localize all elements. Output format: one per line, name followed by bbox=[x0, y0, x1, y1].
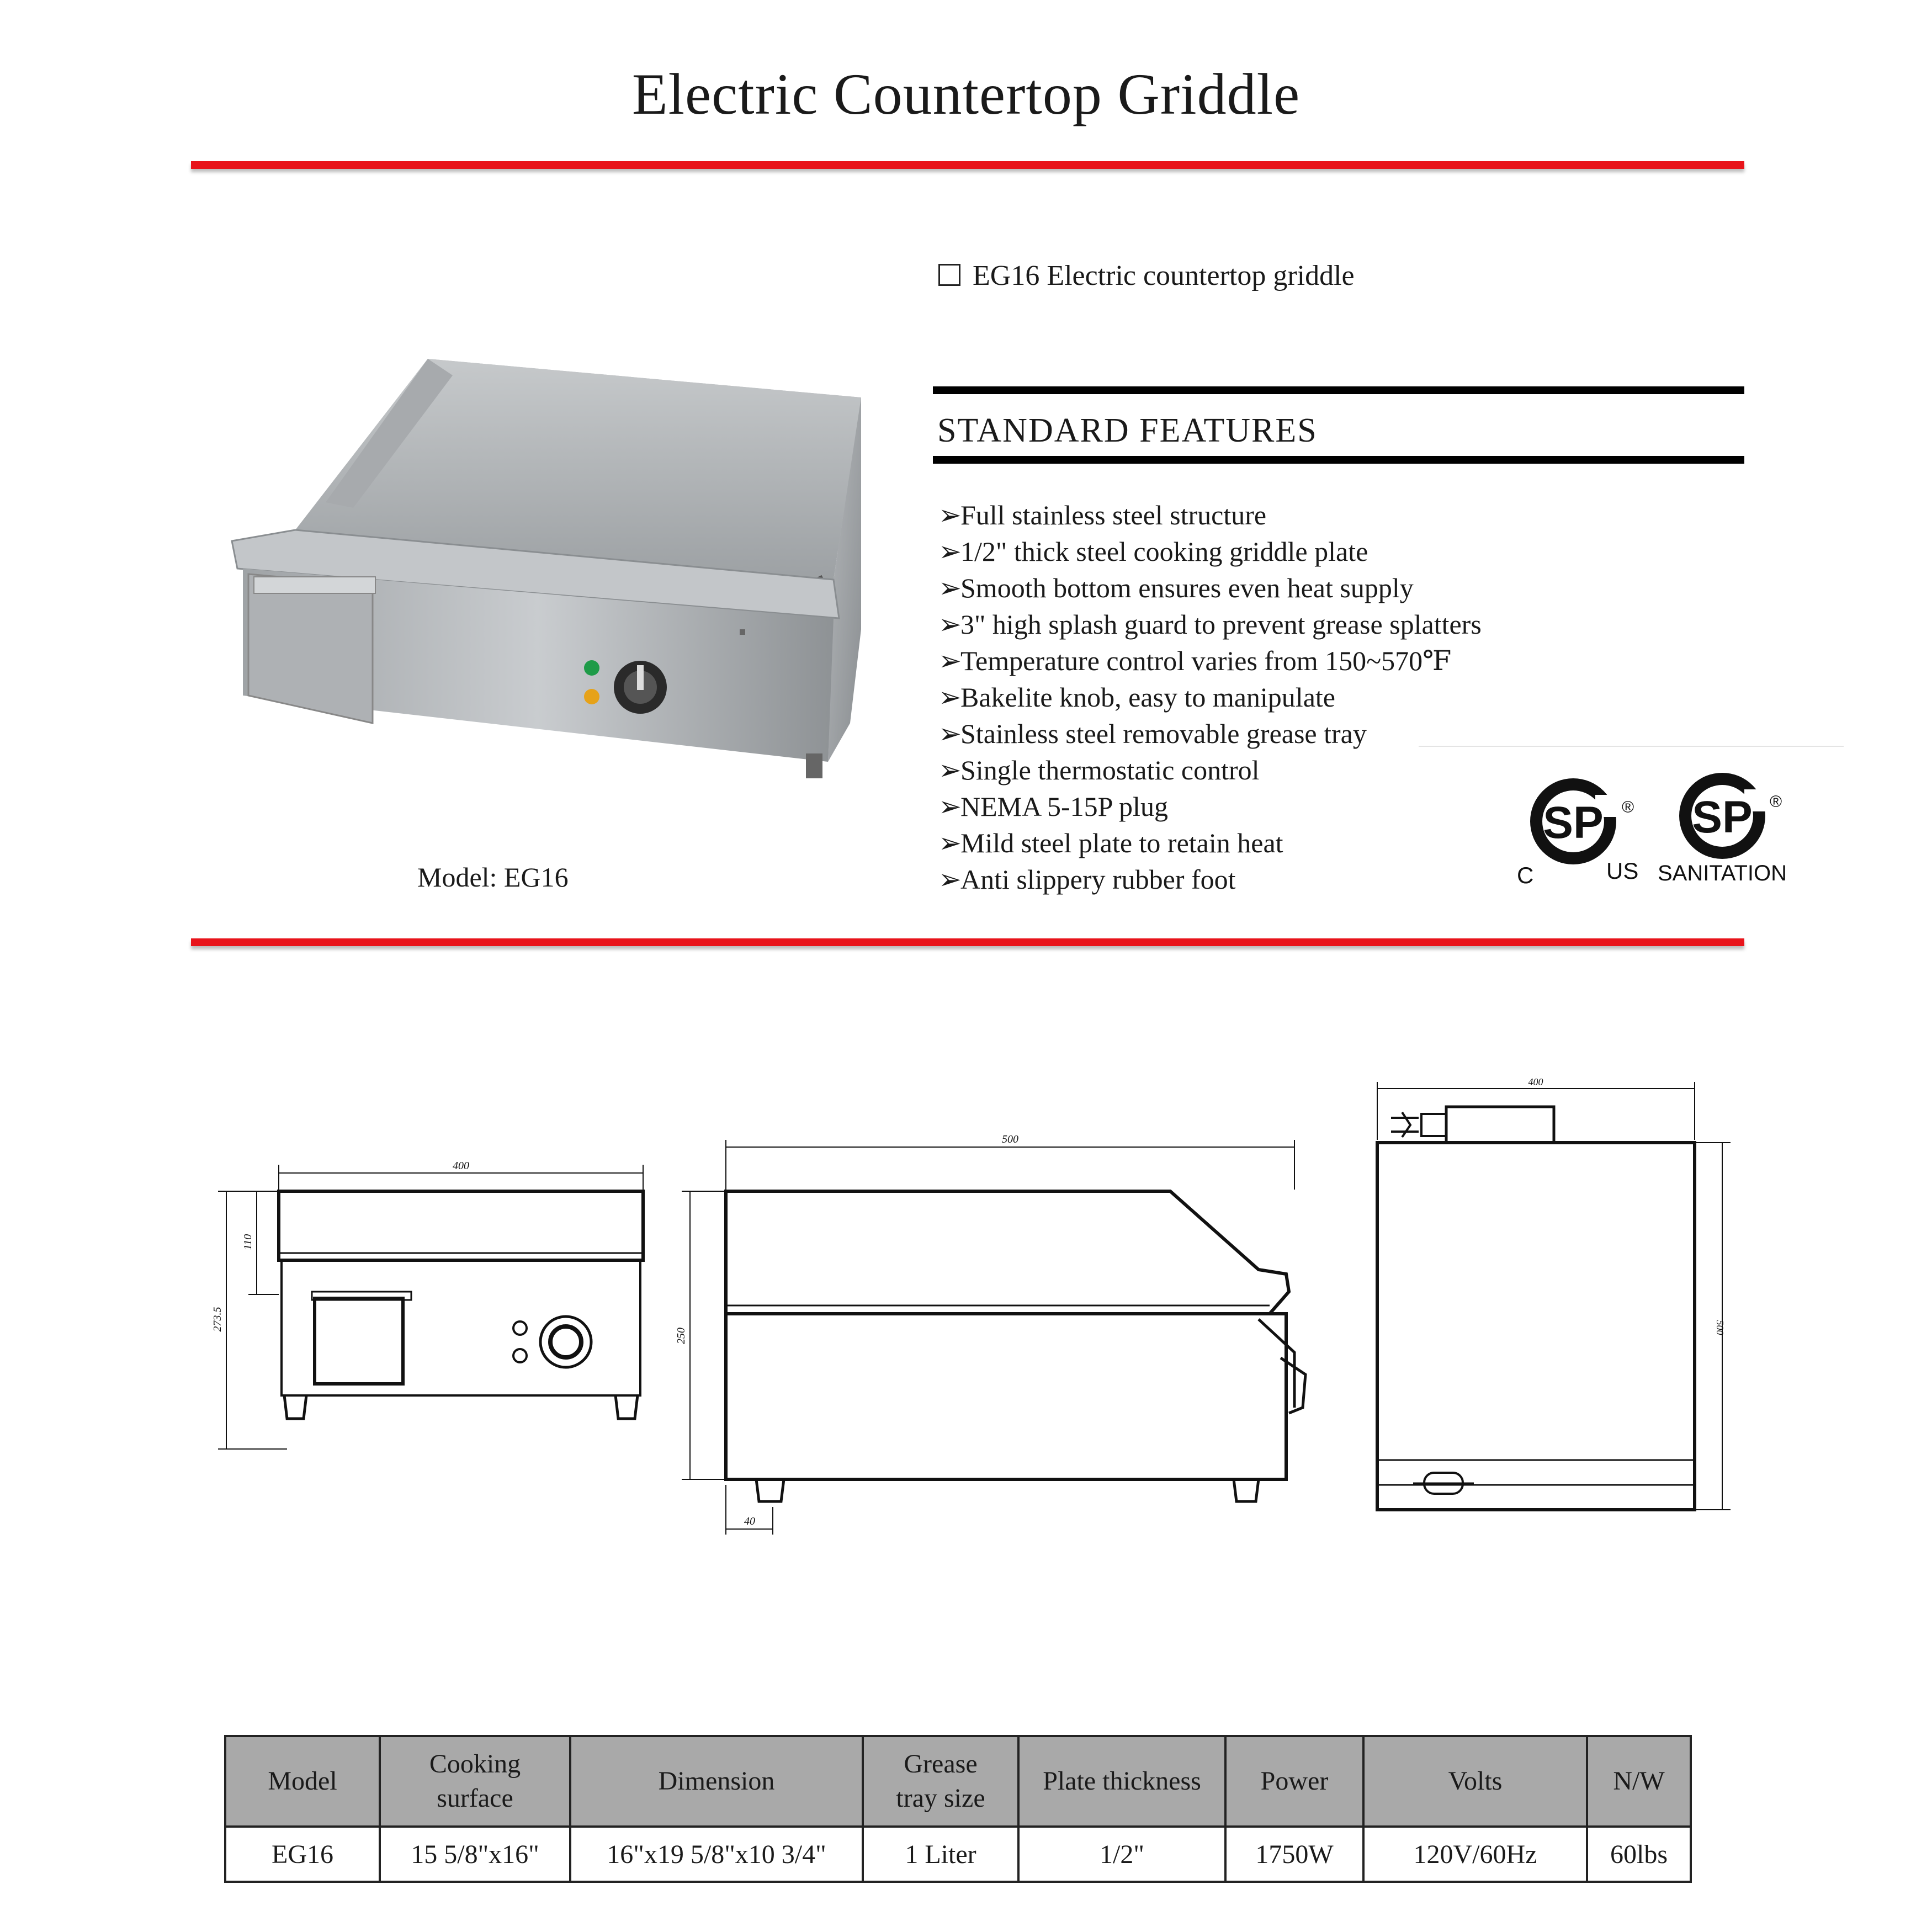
list-item: ➢NEMA 5-15P plug bbox=[938, 788, 1482, 825]
svg-text:SP: SP bbox=[1543, 798, 1603, 848]
checkbox-icon bbox=[938, 264, 960, 286]
top-red-divider bbox=[191, 161, 1744, 169]
dim-front-height: 273.5 bbox=[211, 1307, 224, 1332]
list-item: ➢3" high splash guard to prevent grease … bbox=[938, 606, 1482, 643]
side-view-drawing bbox=[724, 1190, 1307, 1503]
header-grease-tray-size: Grease tray size bbox=[862, 1735, 1020, 1828]
features-top-rule bbox=[933, 386, 1744, 394]
arrow-bullet-icon: ➢ bbox=[938, 718, 962, 749]
list-item: ➢Temperature control varies from 150~570… bbox=[938, 643, 1482, 679]
feature-list: ➢Full stainless steel structure ➢1/2" th… bbox=[938, 497, 1482, 898]
table-row: EG16 15 5/8"x16" 16"x19 5/8"x10 3/4" 1 L… bbox=[224, 1825, 1692, 1883]
product-line-label: EG16 Electric countertop griddle bbox=[973, 260, 1355, 291]
table-header-row: Model Cooking surface Dimension Grease t… bbox=[224, 1735, 1692, 1828]
header-dimension: Dimension bbox=[569, 1735, 864, 1828]
list-item: ➢Anti slippery rubber foot bbox=[938, 861, 1482, 898]
list-item: ➢Single thermostatic control bbox=[938, 752, 1482, 788]
list-item: ➢Stainless steel removable grease tray bbox=[938, 715, 1482, 752]
side-view-dimensions bbox=[682, 1140, 1295, 1535]
back-view-drawing bbox=[1376, 1105, 1696, 1511]
cell-plate-thickness: 1/2" bbox=[1017, 1825, 1227, 1883]
back-view-dimensions bbox=[1377, 1082, 1731, 1510]
spec-table: Model Cooking surface Dimension Grease t… bbox=[224, 1735, 1692, 1883]
cell-power: 1750W bbox=[1224, 1825, 1365, 1883]
list-item: ➢Bakelite knob, easy to manipulate bbox=[938, 679, 1482, 715]
arrow-bullet-icon: ➢ bbox=[938, 536, 962, 567]
cell-grease-tray-size: 1 Liter bbox=[862, 1825, 1020, 1883]
dim-side-foot: 40 bbox=[744, 1515, 755, 1527]
dim-side-height: 250 bbox=[675, 1328, 687, 1344]
model-caption: Model: EG16 bbox=[417, 862, 569, 893]
dim-front-width: 400 bbox=[453, 1160, 469, 1172]
dim-side-length: 500 bbox=[1002, 1133, 1018, 1145]
list-item: ➢Full stainless steel structure bbox=[938, 497, 1482, 533]
arrow-bullet-icon: ➢ bbox=[938, 791, 962, 822]
arrow-bullet-icon: ➢ bbox=[938, 827, 962, 858]
cell-net-weight: 60lbs bbox=[1586, 1825, 1692, 1883]
middle-red-divider bbox=[191, 938, 1744, 946]
arrow-bullet-icon: ➢ bbox=[938, 645, 962, 676]
features-bottom-rule bbox=[933, 456, 1744, 464]
svg-text:C: C bbox=[1517, 862, 1533, 888]
list-item: ➢1/2" thick steel cooking griddle plate bbox=[938, 533, 1482, 570]
arrow-bullet-icon: ➢ bbox=[938, 755, 962, 785]
csa-sanitation-certification-logo: SP ® SANITATION bbox=[1658, 773, 1787, 885]
front-view-dimensions bbox=[218, 1165, 644, 1450]
header-model: Model bbox=[224, 1735, 381, 1828]
arrow-bullet-icon: ➢ bbox=[938, 864, 962, 895]
dim-front-top: 110 bbox=[242, 1234, 254, 1250]
arrow-bullet-icon: ➢ bbox=[938, 682, 962, 713]
cell-model: EG16 bbox=[224, 1825, 381, 1883]
dim-top-width: 400 bbox=[1528, 1076, 1543, 1087]
cell-volts: 120V/60Hz bbox=[1362, 1825, 1588, 1883]
arrow-bullet-icon: ➢ bbox=[938, 500, 962, 530]
svg-text:®: ® bbox=[1770, 793, 1782, 811]
svg-text:®: ® bbox=[1622, 798, 1634, 816]
svg-text:SANITATION: SANITATION bbox=[1658, 861, 1787, 885]
page-title: Electric Countertop Griddle bbox=[631, 62, 1301, 126]
griddle-product-photo bbox=[231, 359, 861, 778]
technical-drawings: 400 110 273.5 500 250 40 400 500 bbox=[211, 1076, 1731, 1535]
list-item: ➢Smooth bottom ensures even heat supply bbox=[938, 570, 1482, 606]
header-volts: Volts bbox=[1362, 1735, 1588, 1828]
front-view-drawing bbox=[277, 1190, 645, 1420]
header-net-weight: N/W bbox=[1586, 1735, 1692, 1828]
cert-divider bbox=[1419, 746, 1844, 747]
arrow-bullet-icon: ➢ bbox=[938, 609, 962, 640]
arrow-bullet-icon: ➢ bbox=[938, 572, 962, 603]
svg-text:US: US bbox=[1606, 858, 1638, 884]
csa-us-certification-logo: SP ® C US bbox=[1517, 778, 1638, 888]
dim-top-depth: 500 bbox=[1715, 1320, 1726, 1335]
svg-text:SP: SP bbox=[1692, 792, 1752, 842]
product-line-item: EG16 Electric countertop griddle bbox=[938, 259, 1355, 292]
list-item: ➢Mild steel plate to retain heat bbox=[938, 825, 1482, 861]
cell-dimension: 16"x19 5/8"x10 3/4" bbox=[569, 1825, 864, 1883]
header-power: Power bbox=[1224, 1735, 1365, 1828]
header-cooking-surface: Cooking surface bbox=[379, 1735, 571, 1828]
cell-cooking-surface: 15 5/8"x16" bbox=[379, 1825, 571, 1883]
header-plate-thickness: Plate thickness bbox=[1017, 1735, 1227, 1828]
features-heading: STANDARD FEATURES bbox=[937, 412, 1318, 449]
